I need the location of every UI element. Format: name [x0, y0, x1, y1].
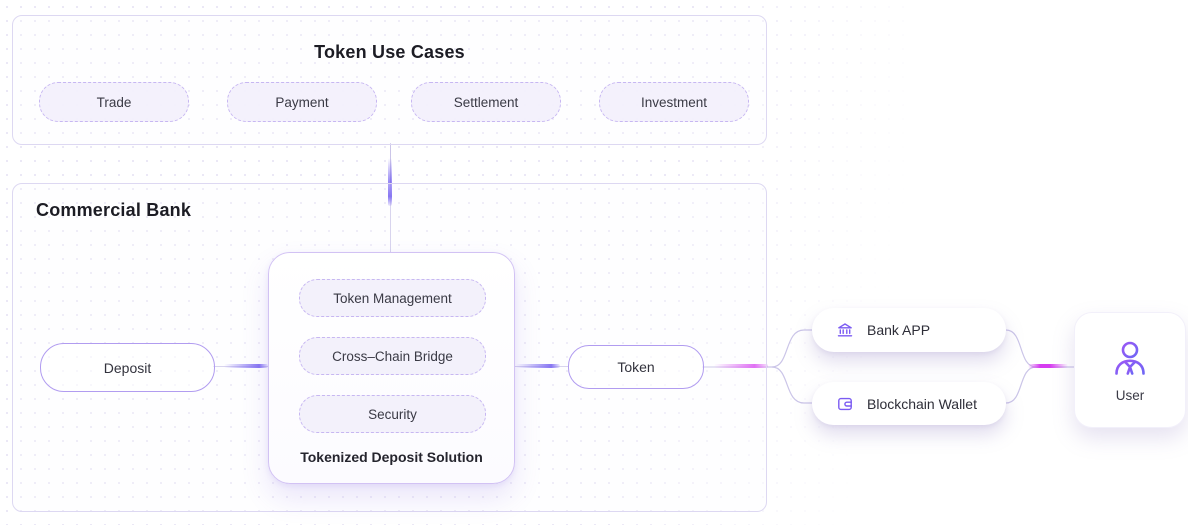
use-case-investment: Investment	[599, 82, 749, 122]
flow-pulse-token-out	[714, 364, 768, 368]
user-icon	[1108, 337, 1152, 381]
user-card: User	[1074, 312, 1186, 428]
module-cross-chain-bridge: Cross–Chain Bridge	[299, 337, 486, 375]
deposit-node: Deposit	[40, 343, 215, 392]
user-label: User	[1115, 388, 1145, 403]
module-security: Security	[299, 395, 486, 433]
bank-icon	[836, 321, 854, 339]
wallet-icon	[836, 395, 854, 413]
solution-card-label: Tokenized Deposit Solution	[300, 449, 483, 465]
channel-blockchain-wallet: Blockchain Wallet	[812, 382, 1006, 425]
channel-bank-app: Bank APP	[812, 308, 1006, 352]
flow-pulse-user-in	[1028, 364, 1068, 368]
channel-label: Blockchain Wallet	[867, 395, 977, 412]
flow-pulse-deposit	[224, 364, 268, 368]
module-token-management: Token Management	[299, 279, 486, 317]
use-cases-title: Token Use Cases	[314, 42, 465, 62]
use-case-settlement: Settlement	[411, 82, 561, 122]
token-node: Token	[568, 345, 704, 389]
tokenized-deposit-solution-card: Token Management Cross–Chain Bridge Secu…	[268, 252, 515, 484]
flow-pulse-token	[516, 364, 560, 368]
channel-label: Bank APP	[867, 322, 931, 338]
use-case-payment: Payment	[227, 82, 377, 122]
use-case-trade: Trade	[39, 82, 189, 122]
commercial-bank-title: Commercial Bank	[36, 200, 192, 220]
token-use-cases-box: Token Use Cases Trade Payment Settlement…	[12, 15, 767, 145]
flow-pulse-vertical	[388, 158, 392, 206]
